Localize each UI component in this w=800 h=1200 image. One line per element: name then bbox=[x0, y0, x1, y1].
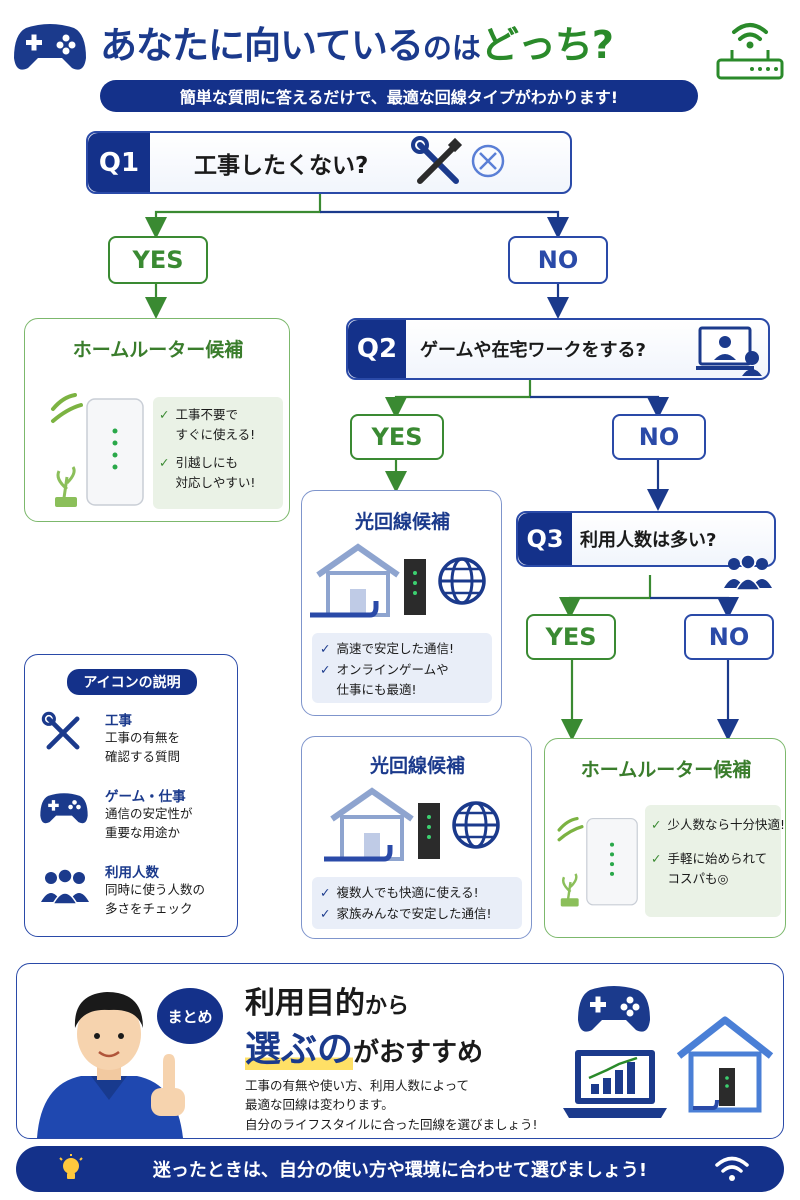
list-item: ✓高速で安定した通信! bbox=[320, 639, 484, 660]
remote-work-icon bbox=[696, 326, 762, 376]
fiber-card-2: 光回線候補 ✓複数人でも快適に使える! ✓家族みんなで安定した通信! bbox=[301, 736, 532, 939]
check-icon: ✓ bbox=[320, 905, 331, 921]
summary-body: 工事の有無や使い方、利用人数によって 最適な回線は変わります。 自分のライフスタ… bbox=[245, 1078, 538, 1132]
summary-headline-2: 選ぶのがおすすめ bbox=[245, 1029, 484, 1070]
legend-item: 工事 工事の有無を 確認する質問 bbox=[105, 713, 181, 764]
question-2-text: ゲームや在宅ワークをする? bbox=[420, 340, 646, 361]
question-2-badge: Q2 bbox=[348, 320, 406, 378]
gamepad-icon bbox=[40, 793, 88, 824]
legend-item: ゲーム・仕事 通信の安定性が 重要な用途か bbox=[105, 789, 193, 840]
people-group-icon bbox=[41, 868, 89, 905]
question-3-badge: Q3 bbox=[518, 513, 572, 565]
check-icon: ✓ bbox=[320, 641, 331, 656]
q1-no-label: NO bbox=[508, 236, 608, 284]
home-router-icon bbox=[557, 816, 638, 907]
lightbulb-icon bbox=[59, 1154, 83, 1179]
list-item: ✓オンラインゲームや仕事にも最適! bbox=[320, 660, 484, 701]
footer-banner: 迷ったときは、自分の使い方や環境に合わせて選びましょう! bbox=[16, 1146, 784, 1192]
q2-yes-label: YES bbox=[350, 414, 444, 460]
question-1-box: Q1 工事したくない? bbox=[86, 131, 572, 194]
check-icon: ✓ bbox=[159, 407, 170, 422]
feature-list: ✓工事不要ですぐに使える! ✓引越しにも対応しやすい! bbox=[153, 397, 283, 509]
tools-icon bbox=[411, 136, 463, 184]
list-item: ✓工事不要ですぐに使える! bbox=[159, 405, 277, 445]
gamepad-icon bbox=[578, 986, 650, 1032]
people-group-icon bbox=[724, 554, 772, 590]
summary-bubble: まとめ bbox=[157, 988, 223, 1044]
list-item: ✓少人数なら十分快適! bbox=[651, 815, 785, 835]
footer-text: 迷ったときは、自分の使い方や環境に合わせて選びましょう! bbox=[152, 1160, 648, 1181]
fiber-card-1: 光回線候補 ✓高速で安定した通信! ✓オンラインゲームや仕事にも最適! bbox=[301, 490, 502, 716]
question-1-badge: Q1 bbox=[88, 133, 150, 192]
question-2-box: Q2 ゲームや在宅ワークをする? bbox=[346, 318, 770, 380]
summary-panel: まとめ 利用目的から 選ぶのがおすすめ 工事の有無や使い方、利用人数によって 最… bbox=[16, 963, 784, 1139]
q3-yes-label: YES bbox=[526, 614, 616, 660]
title-part-3: どっち? bbox=[480, 23, 614, 67]
card-title: 光回線候補 bbox=[354, 511, 450, 533]
list-item: ✓手軽に始められてコスパも◎ bbox=[651, 849, 775, 889]
question-3-text: 利用人数は多い? bbox=[580, 530, 717, 551]
feature-list: ✓複数人でも快適に使える! ✓家族みんなで安定した通信! bbox=[312, 877, 522, 929]
gamepad-icon bbox=[14, 24, 86, 70]
q1-yes-label: YES bbox=[108, 236, 208, 284]
no-construction-icon bbox=[471, 144, 505, 178]
check-icon: ✓ bbox=[651, 851, 662, 866]
card-title: ホームルーター候補 bbox=[580, 759, 752, 781]
title-part-2: のは bbox=[422, 31, 481, 65]
house-router-icon bbox=[676, 1016, 774, 1113]
house-fiber-icon bbox=[310, 543, 486, 618]
home-router-icon bbox=[51, 393, 144, 507]
q2-no-label: NO bbox=[612, 414, 706, 460]
home-router-card-1: ホームルーター候補 ✓工事不要ですぐに使える! ✓引越しにも対応しやすい! bbox=[24, 318, 290, 522]
wifi-icon bbox=[715, 1156, 749, 1181]
tools-icon bbox=[41, 711, 80, 750]
check-icon: ✓ bbox=[320, 661, 331, 677]
person-pointing-icon bbox=[37, 992, 185, 1138]
subtitle-banner: 簡単な質問に答えるだけで、最適な回線タイプがわかります! bbox=[100, 80, 698, 112]
card-title: 光回線候補 bbox=[369, 755, 465, 777]
house-fiber-icon bbox=[324, 787, 500, 862]
check-icon: ✓ bbox=[320, 885, 331, 900]
q3-no-label: NO bbox=[684, 614, 774, 660]
home-router-card-2: ホームルーター候補 ✓少人数なら十分快適! ✓手軽に始められてコスパも◎ bbox=[544, 738, 786, 938]
legend-title: アイコンの説明 bbox=[67, 669, 197, 695]
legend-item: 利用人数 同時に使う人数の 多さをチェック bbox=[105, 865, 206, 916]
page-title: あなたに向いている のは どっち? bbox=[100, 14, 700, 74]
icon-legend: アイコンの説明 工事 工事の有無を 確認する質問 ゲーム・仕事 通信の安定性が … bbox=[24, 654, 238, 937]
wifi-router-icon bbox=[716, 23, 784, 80]
summary-headline-1: 利用目的から bbox=[245, 986, 410, 1021]
check-icon: ✓ bbox=[159, 455, 170, 470]
list-item: ✓家族みんなで安定した通信! bbox=[320, 904, 514, 925]
laptop-chart-icon bbox=[563, 1050, 667, 1118]
question-1-text: 工事したくない? bbox=[194, 152, 369, 179]
list-item: ✓引越しにも対応しやすい! bbox=[159, 453, 277, 493]
question-3-box: Q3 利用人数は多い? bbox=[516, 511, 776, 567]
title-part-1: あなたに向いている bbox=[100, 24, 424, 67]
check-icon: ✓ bbox=[651, 817, 662, 832]
list-item: ✓複数人でも快適に使える! bbox=[320, 883, 514, 904]
feature-list: ✓高速で安定した通信! ✓オンラインゲームや仕事にも最適! bbox=[312, 633, 492, 703]
card-title: ホームルーター候補 bbox=[72, 339, 244, 361]
feature-list: ✓少人数なら十分快適! ✓手軽に始められてコスパも◎ bbox=[645, 805, 785, 917]
